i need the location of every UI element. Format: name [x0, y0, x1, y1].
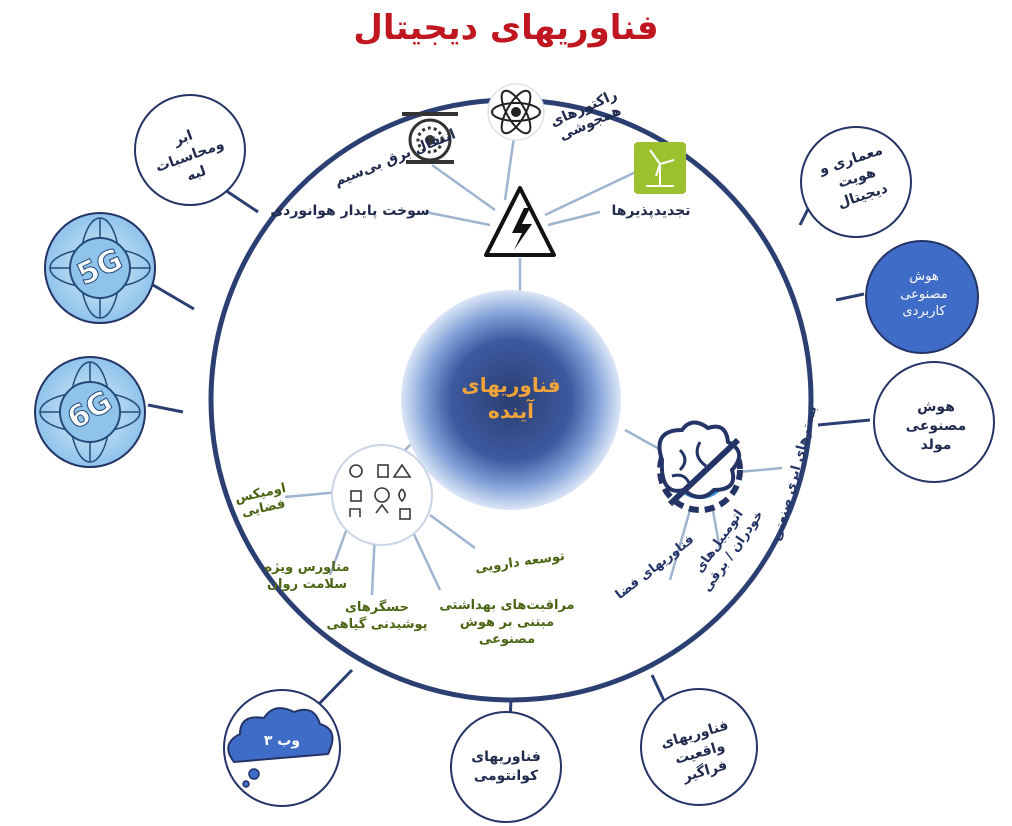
applied-ai-label: هوش مصنوعی کاربردی [900, 269, 948, 320]
web3-label: وب ۳ [263, 733, 301, 749]
lightning-warning-icon [484, 186, 556, 257]
brain-gear-icon [657, 420, 743, 513]
globe-6g-icon [34, 356, 146, 468]
cloud-icon [227, 707, 334, 788]
center-node [401, 290, 621, 510]
xr-node [640, 688, 758, 806]
science-grid-icon [331, 444, 433, 546]
gen-ai-label: هوش مصنوعی مولد [905, 399, 967, 453]
ai-healthcare-label: مراقبت‌های بهداشتی مبتنی بر هوش مصنوعی [439, 598, 575, 647]
sustainable-aviation-fuel-label: سوخت پایدار هوانوردی [270, 203, 430, 219]
atom-icon [487, 83, 545, 141]
applied-ai-node [865, 240, 979, 354]
outer-connectors [147, 186, 871, 726]
digital-id-node [800, 126, 912, 238]
quantum-label: فناوریهای کوانتومی [471, 749, 541, 784]
edge-cloud-node [134, 94, 246, 206]
wind-turbine-icon [634, 142, 686, 194]
turbine-icon [402, 112, 458, 164]
plant-wearable-sensors-label: حسگرهای پوشیدنی گیاهی [326, 600, 428, 632]
page-title: فناوریهای دیجیتال [353, 8, 659, 48]
quantum-node [450, 711, 562, 823]
gen-ai-node [873, 361, 995, 483]
globe-5g-icon [44, 212, 156, 324]
mental-health-metaverse-label: متاورس ویژه سلامت روان [264, 560, 350, 592]
center-label: فناوریهای آینده [461, 373, 561, 423]
renewables-label: تجدیدپذیرها [611, 203, 691, 219]
